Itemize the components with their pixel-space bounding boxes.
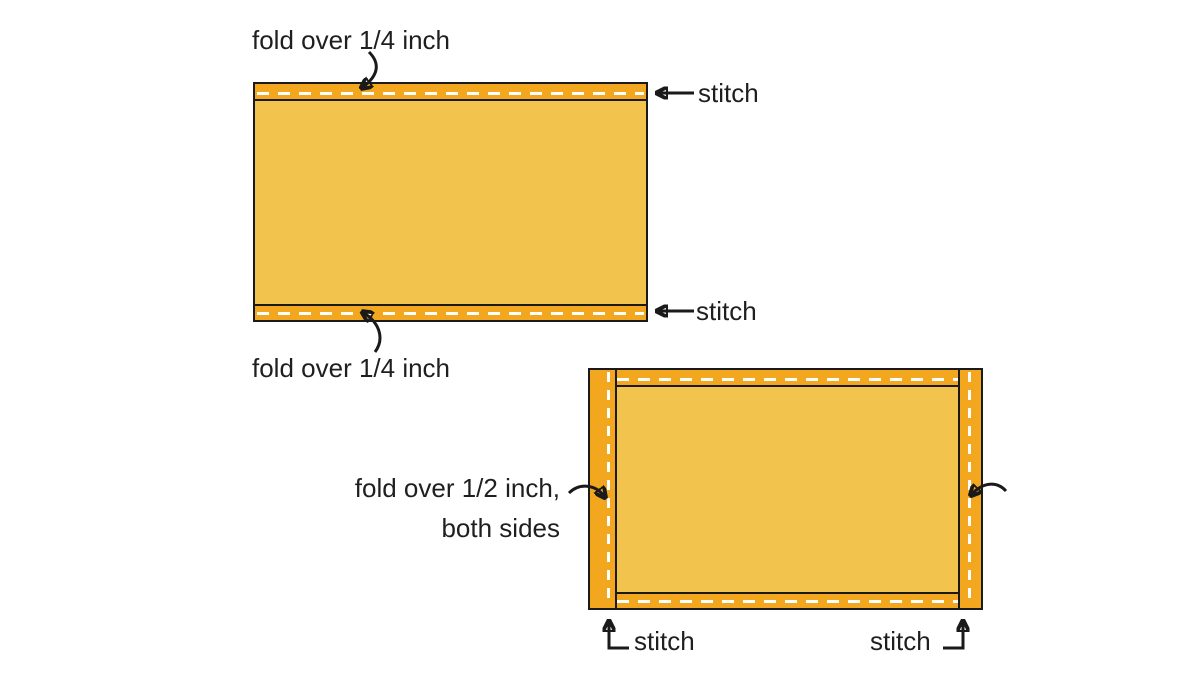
fold-band-top [615,370,960,387]
fabric-panel-top-bottom-hem [253,82,648,322]
fold-half-inch-label: fold over 1/2 inch, both sides [330,468,560,548]
stitch-top-label: stitch [698,78,759,108]
fold-band-left [590,370,617,608]
stitch-right-label: stitch [870,626,931,656]
elbow-arrow-stitch-left-icon [609,623,629,650]
fold-band-bottom [615,592,960,608]
fold-quarter-inch-top-label: fold over 1/4 inch [252,25,451,55]
fold-band-right [958,370,981,608]
stitch-line-bottom [257,312,644,315]
stitch-line-bottom [617,600,958,603]
fold-band-top [255,84,646,101]
stitch-line-right [968,372,971,606]
stitch-left-label: stitch [634,626,695,656]
stitch-line-top [257,92,644,95]
elbow-arrow-stitch-right-icon [943,623,963,650]
fold-quarter-inch-bottom-label: fold over 1/4 inch [252,353,451,383]
stitch-line-top [617,378,958,381]
fold-band-bottom [255,304,646,320]
fabric-panel-side-folds [588,368,983,610]
fold-half-inch-line1: fold over 1/2 inch, [354,473,560,503]
stitch-line-left [607,372,610,606]
stitch-bottom-label: stitch [696,296,757,326]
fold-half-inch-line2: both sides [441,513,560,543]
